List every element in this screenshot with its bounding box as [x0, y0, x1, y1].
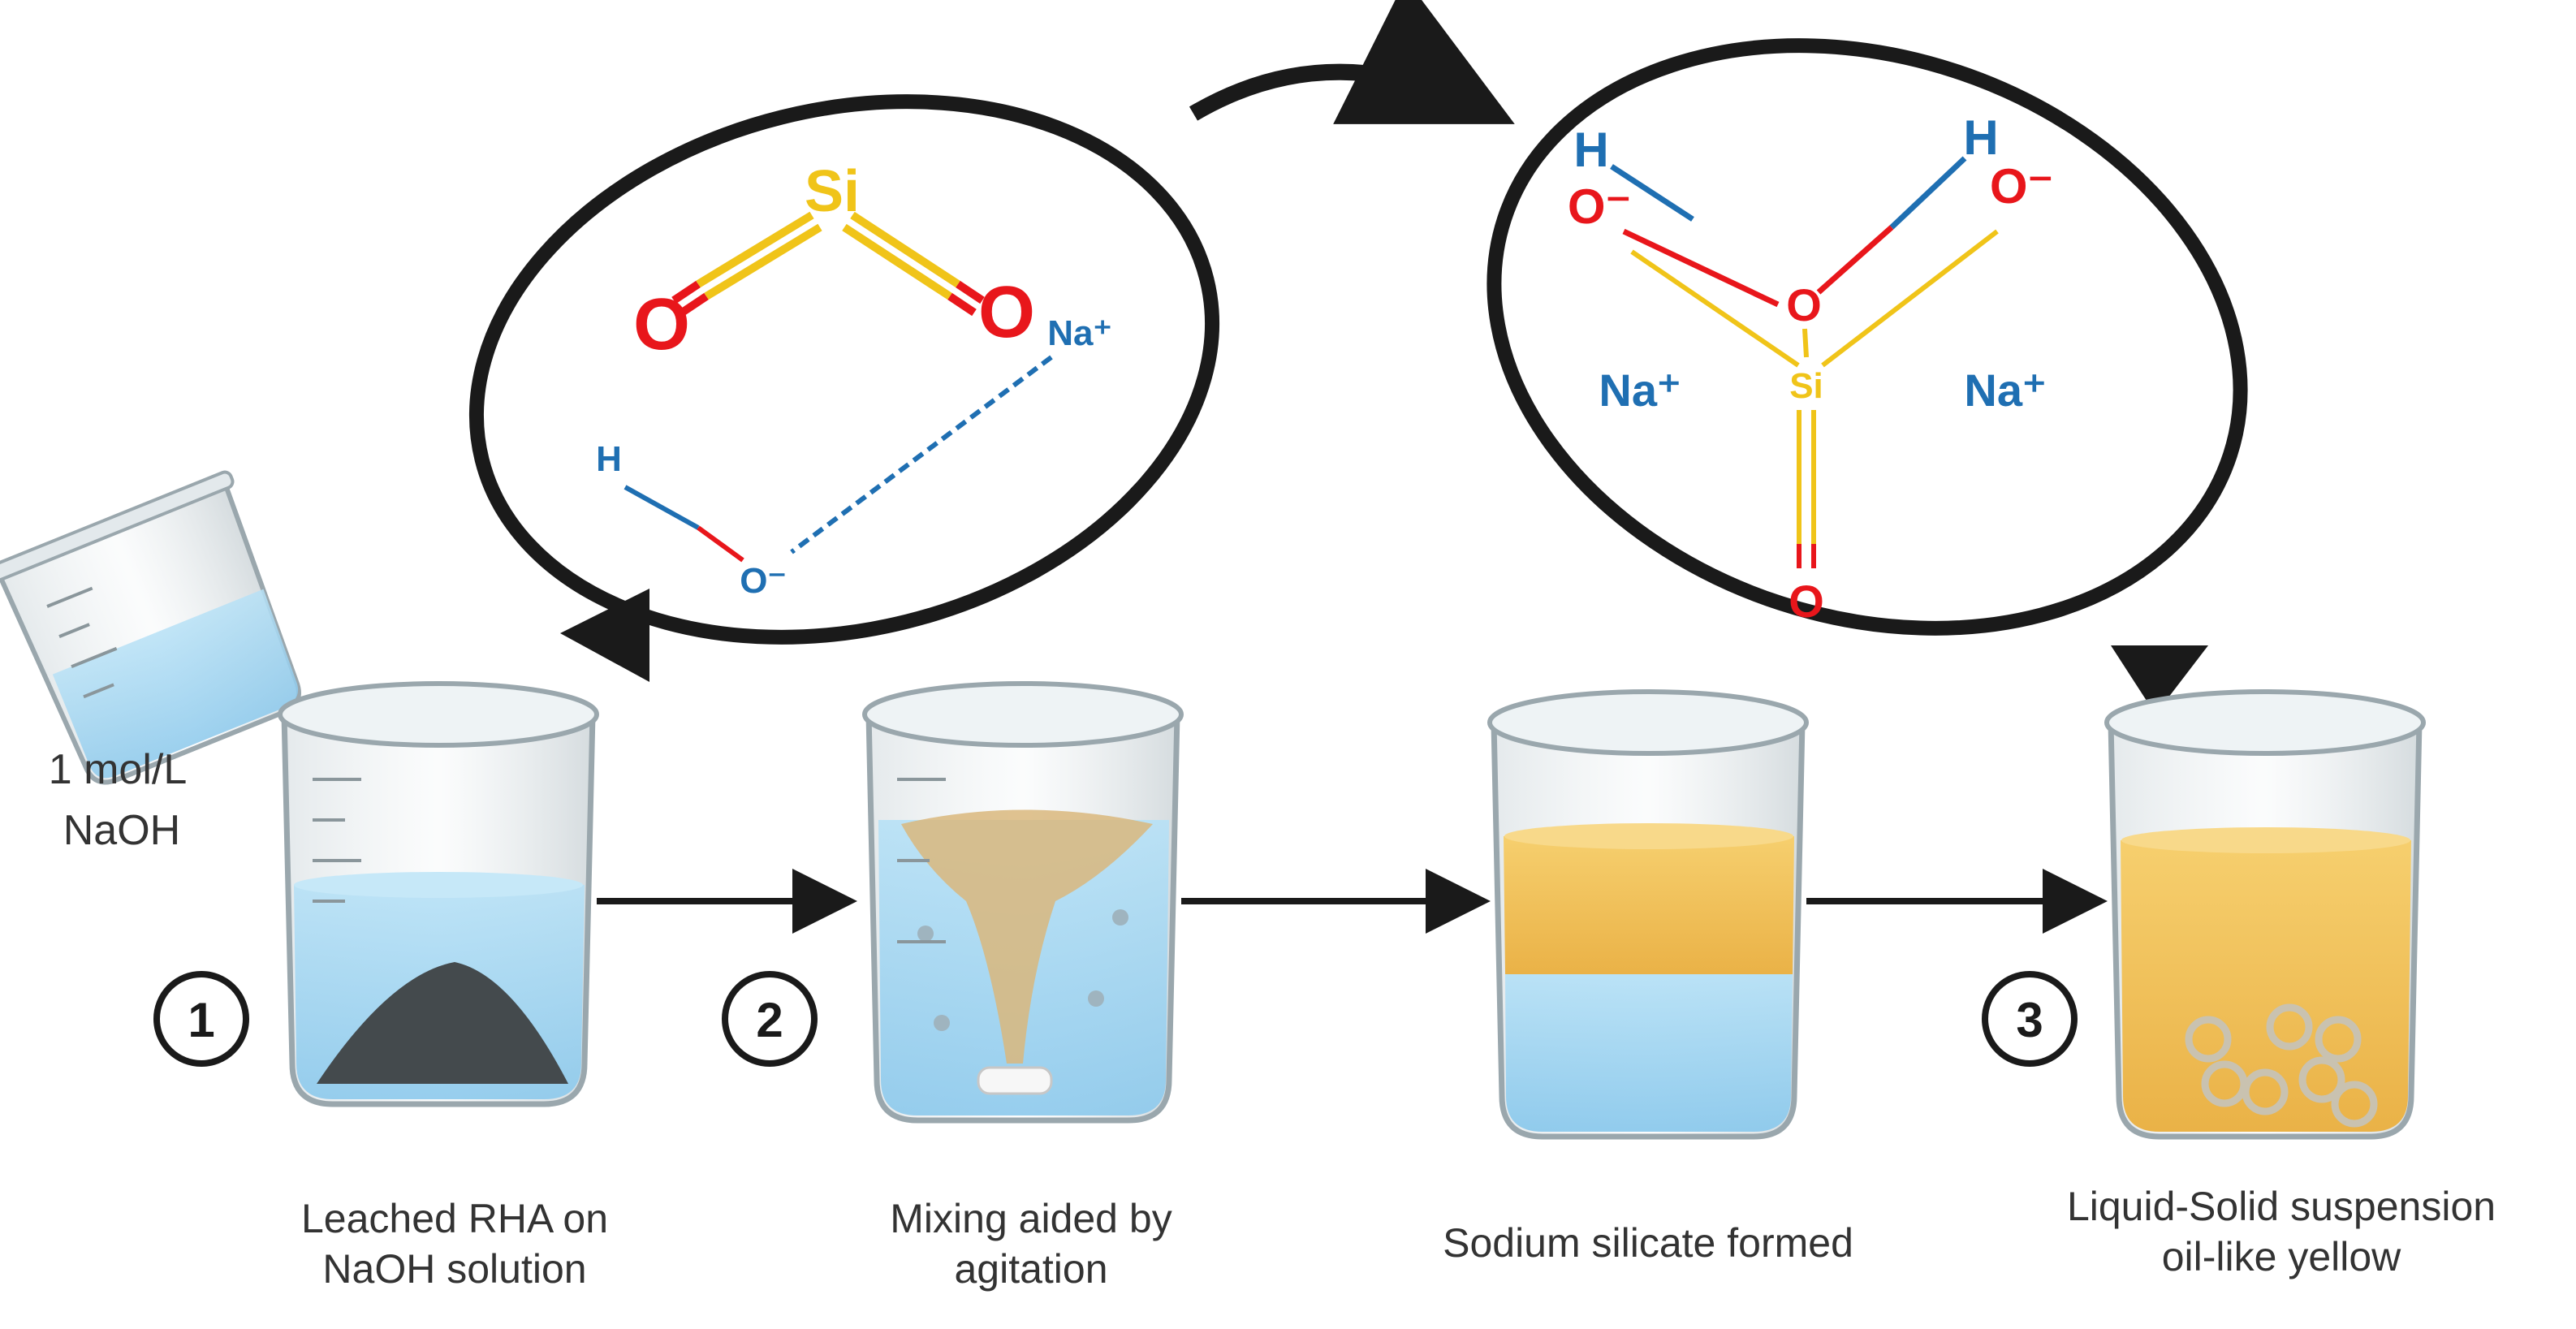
step-3-badge	[1982, 971, 2078, 1067]
step-1-number: 1	[188, 993, 214, 1047]
reagent-name-label: NaOH	[63, 807, 180, 854]
step-2-number: 2	[756, 993, 783, 1047]
left-reaction-ellipse	[469, 94, 1219, 645]
left-si-atom: Si	[805, 159, 860, 224]
caption-step-2: Mixing aided by agitation	[890, 1196, 1172, 1292]
caption-step-4: Liquid-Solid suspension oil-like yellow	[2066, 1184, 2496, 1279]
right-o-center-atom: O	[1786, 279, 1822, 330]
rha-powder-pile	[317, 962, 568, 1084]
caption-step-1: Leached RHA on NaOH solution	[300, 1196, 609, 1292]
pouring-beaker	[0, 470, 301, 785]
step-3-number: 3	[2016, 993, 2043, 1047]
vortex	[901, 809, 1153, 1064]
left-return-arrow-head	[560, 589, 649, 682]
right-o-right-ion: O⁻	[1990, 159, 2053, 214]
step-1-badge	[153, 971, 249, 1067]
left-o1-atom: O	[633, 284, 690, 365]
right-na-left-ion: Na⁺	[1599, 365, 1681, 416]
left-molecule: Si O O Na⁺ H O⁻	[596, 159, 1112, 601]
right-molecule: H H O⁻ O⁻ O Si O Na⁺ Na⁺	[1568, 110, 2053, 627]
right-h2-atom: H	[1963, 110, 1998, 165]
right-o-bottom-atom: O	[1789, 576, 1824, 627]
left-h-atom: H	[596, 439, 622, 479]
right-o-left-ion: O⁻	[1568, 179, 1631, 234]
beaker-2	[862, 681, 1184, 1124]
stir-bar	[977, 1066, 1053, 1095]
suspended-particles	[2185, 1003, 2378, 1128]
beaker-4	[2104, 689, 2426, 1140]
right-reaction-ellipse	[1486, 38, 2248, 636]
right-h1-atom: H	[1573, 123, 1608, 177]
beaker-3	[1487, 689, 1809, 1140]
right-down-arrow-head	[2111, 645, 2208, 714]
reagent-concentration-label: 1 mol/L	[49, 746, 188, 793]
left-na-ion: Na⁺	[1047, 313, 1111, 353]
step-2-badge	[722, 971, 818, 1067]
right-na-right-ion: Na⁺	[1964, 365, 2046, 416]
right-si-atom: Si	[1789, 366, 1823, 406]
left-o-minus-ion: O⁻	[740, 561, 786, 601]
top-curved-arrow	[1189, 0, 1515, 124]
caption-step-3: Sodium silicate formed	[1443, 1220, 1853, 1266]
left-o2-atom: O	[978, 272, 1035, 353]
beaker-1	[278, 681, 599, 1107]
